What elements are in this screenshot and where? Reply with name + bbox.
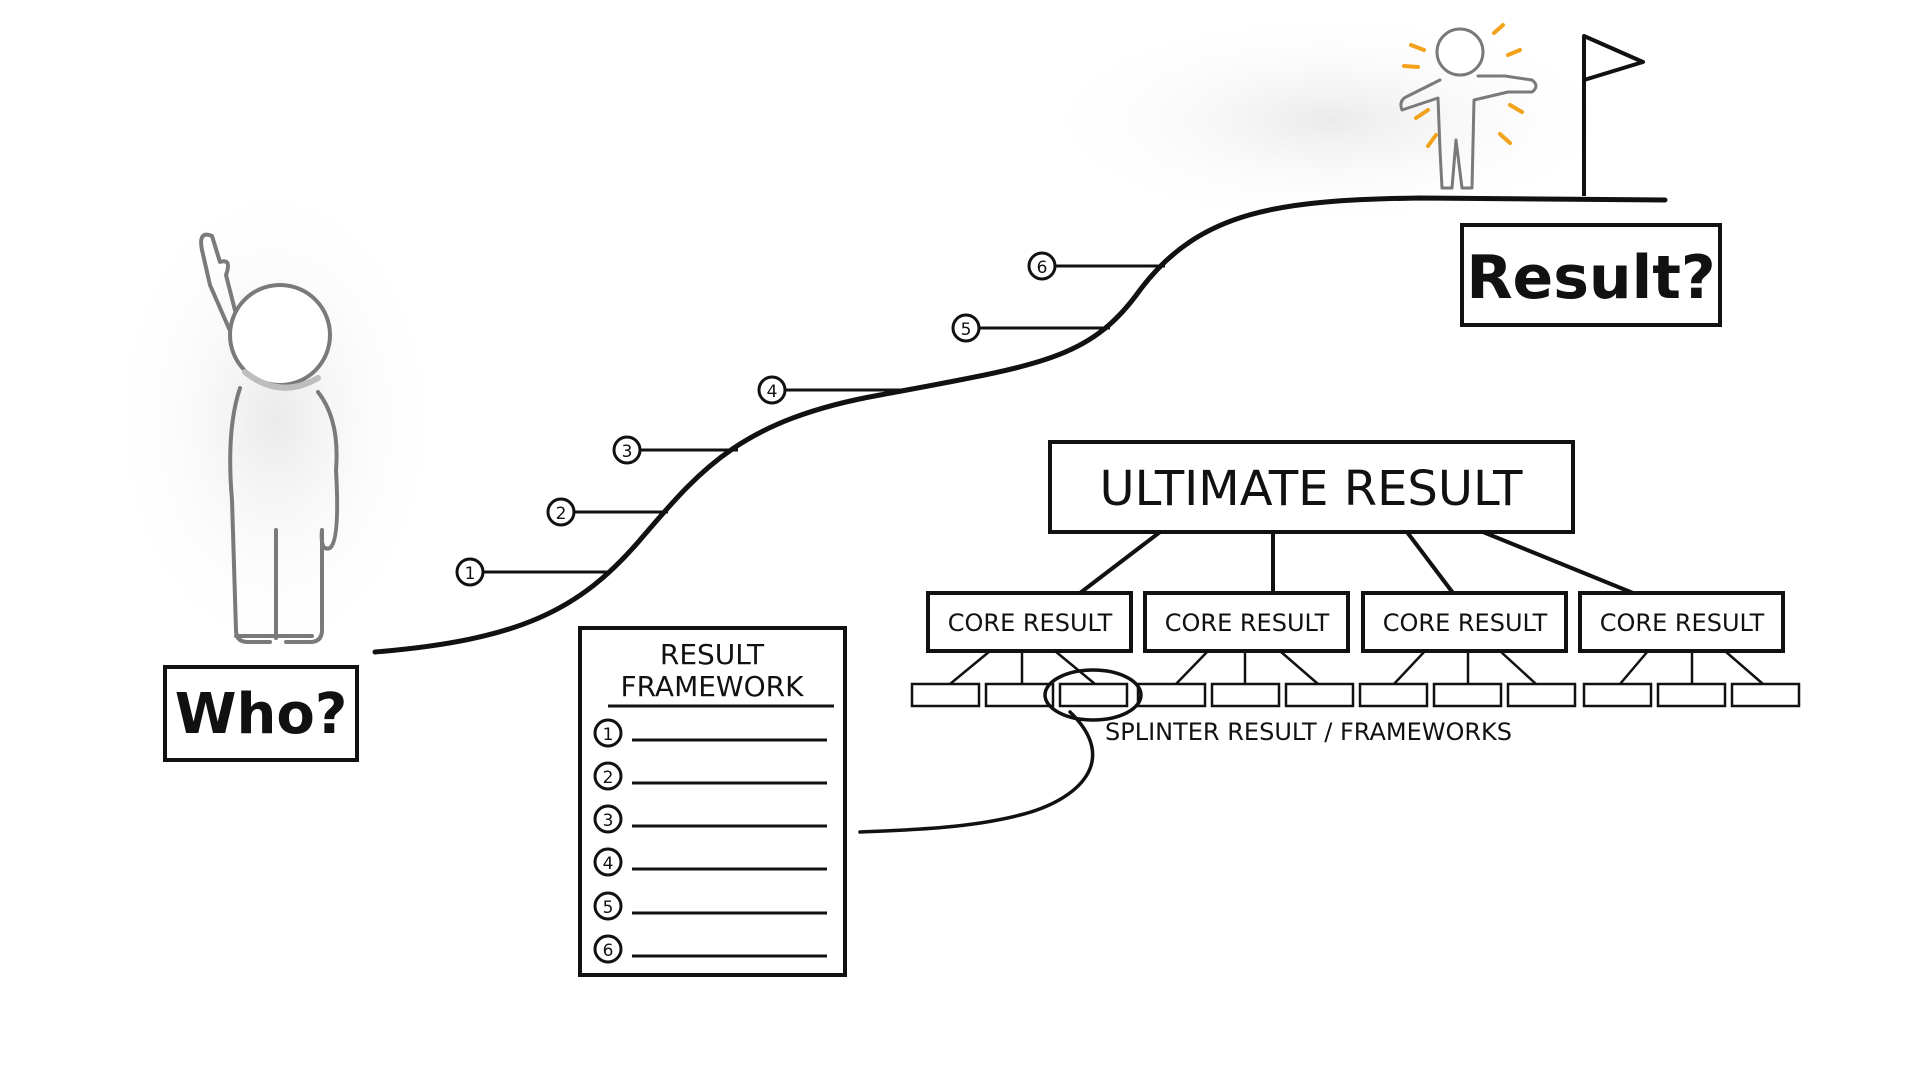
result-label: Result? [1466,243,1715,313]
step-6: 6 [1027,251,1165,281]
framework-item-6: 6 [593,934,827,964]
step-3-label: 3 [622,442,633,462]
journey-steps: 1 2 3 4 5 6 [455,251,1165,587]
core-result-2-label: CORE RESULT [1165,609,1330,637]
step-4: 4 [757,375,905,405]
core-result-4-label: CORE RESULT [1600,609,1765,637]
framework-item-3-number: 3 [603,811,614,831]
splinter-box [1582,682,1653,708]
splinter-box [1506,682,1577,708]
left-glow [105,170,445,670]
core-result-3-label: CORE RESULT [1383,609,1548,637]
framework-item-3: 3 [593,804,827,834]
who-box: Who? [163,665,359,762]
core-result-3: CORE RESULT [1361,591,1568,653]
who-label: Who? [175,682,348,747]
splinter-box [1730,682,1801,708]
person-celebrating-icon [1399,27,1538,190]
framework-item-2-number: 2 [603,768,614,788]
splinter-box [1432,682,1503,708]
framework-item-5: 5 [593,891,827,921]
core-results: CORE RESULT CORE RESULT CORE RESULT CORE… [926,591,1785,653]
splinter-highlight [1043,668,1143,722]
splinter-box [1058,682,1129,708]
step-2: 2 [546,497,668,527]
splinter-box [1136,682,1207,708]
framework-item-5-number: 5 [603,898,614,918]
framework-item-1: 1 [593,718,827,748]
framework-title-line1: RESULT [660,638,765,671]
sparkle-lines [1402,23,1524,148]
journey-curve [372,195,1668,655]
step-4-label: 4 [767,382,778,402]
core-result-4: CORE RESULT [1578,591,1785,653]
splinter-results [910,650,1801,708]
result-box: Result? [1460,223,1722,327]
core-result-1-label: CORE RESULT [948,609,1113,637]
core-result-1: CORE RESULT [926,591,1133,653]
step-1-label: 1 [465,564,476,584]
step-5: 5 [951,313,1110,343]
splinter-box [1210,682,1281,708]
core-result-2: CORE RESULT [1143,591,1350,653]
framework-item-6-number: 6 [603,941,614,961]
person-raising-hand-icon [199,232,340,644]
framework-connector [858,710,1095,834]
splinter-caption: SPLINTER RESULT / FRAMEWORKS [1105,718,1512,746]
splinter-box [1284,682,1355,708]
splinter-box [910,682,981,708]
framework-item-4-number: 4 [603,854,614,874]
framework-item-1-number: 1 [603,725,614,745]
step-5-label: 5 [961,320,972,340]
splinter-box [984,682,1055,708]
ultimate-result-box: ULTIMATE RESULT [1048,440,1575,534]
step-2-label: 2 [556,504,567,524]
splinter-box [1358,682,1429,708]
step-3: 3 [612,435,738,465]
framework-item-4: 4 [593,847,827,877]
framework-title-line2: FRAMEWORK [621,670,805,703]
ultimate-connectors [1078,530,1634,595]
step-6-label: 6 [1037,258,1048,278]
result-framework-sheet: RESULT FRAMEWORK 1 2 3 4 [578,626,847,977]
framework-item-2: 2 [593,761,827,791]
flag-icon [1582,34,1645,196]
step-1: 1 [455,557,608,587]
framework-items: 1 2 3 4 5 [593,718,827,964]
ultimate-result-label: ULTIMATE RESULT [1100,461,1524,517]
splinter-box [1656,682,1727,708]
